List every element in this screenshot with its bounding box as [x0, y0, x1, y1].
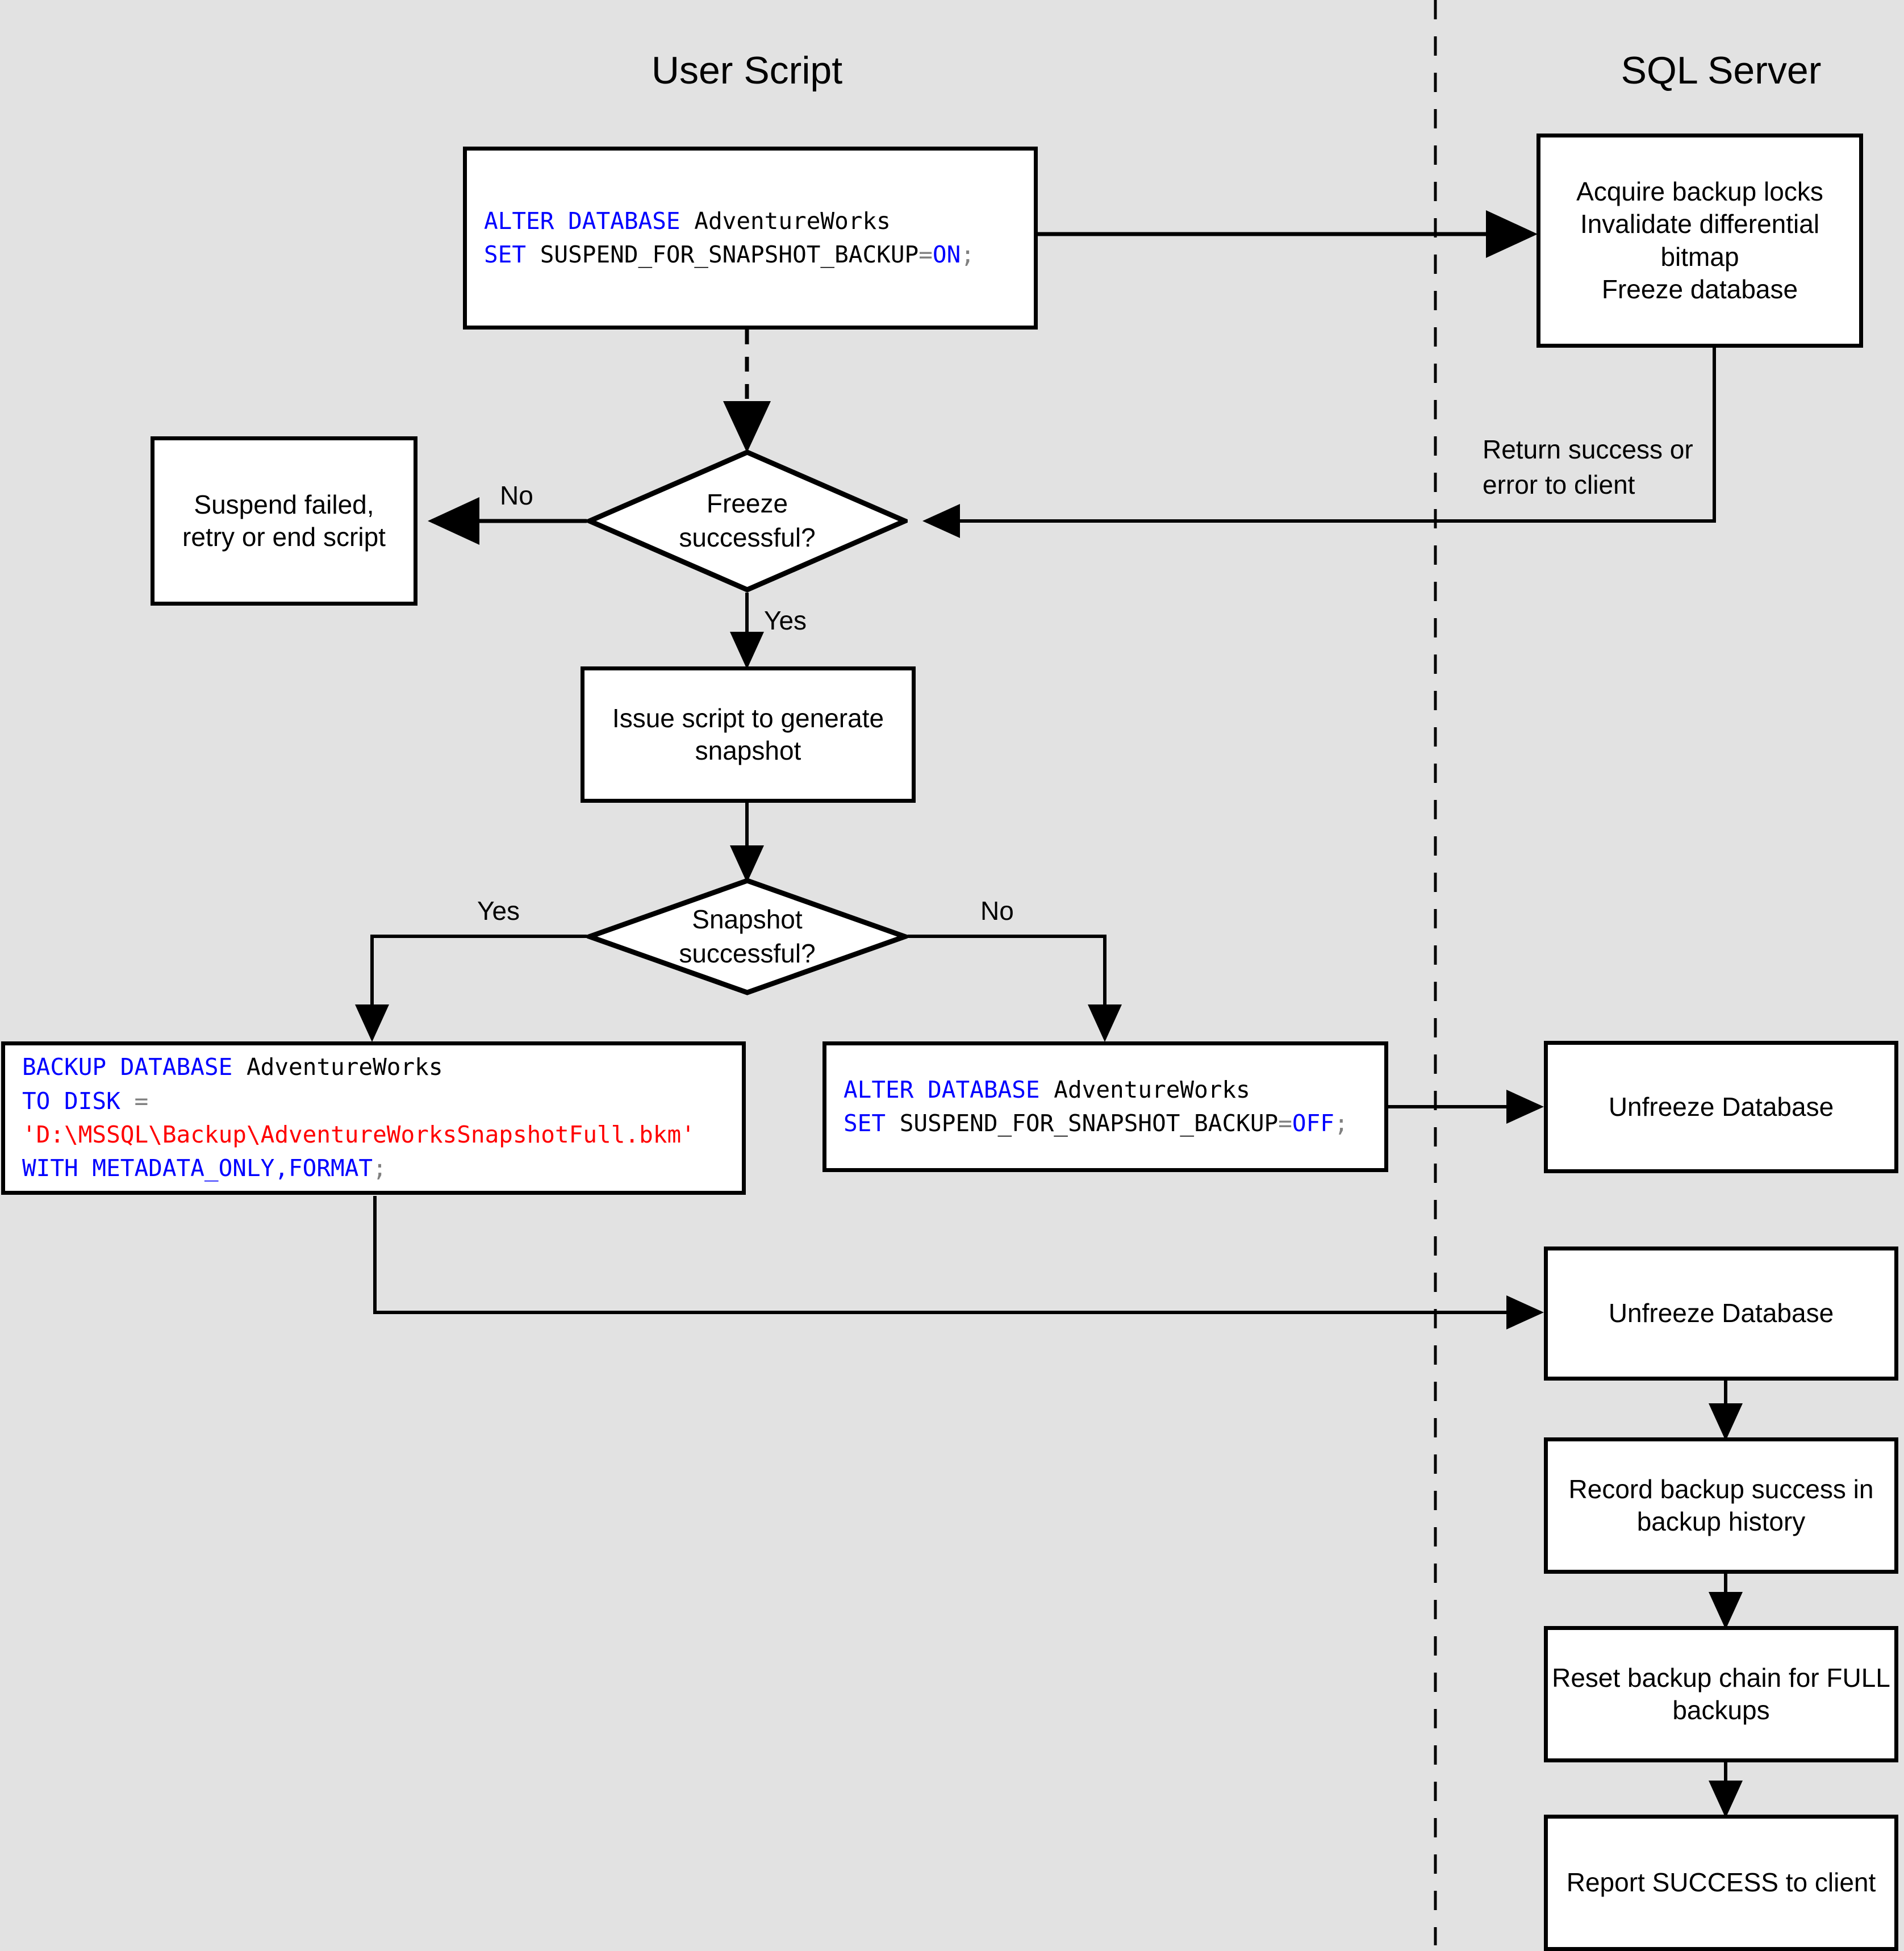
diamond-shape [587, 878, 908, 995]
node-suspend-failed-label: Suspend failed, retry or end script [182, 489, 386, 552]
node-report-success-label: Report SUCCESS to client [1566, 1867, 1876, 1898]
node-unfreeze-database-2-label: Unfreeze Database [1608, 1298, 1834, 1328]
node-suspend-failed[interactable]: Suspend failed, retry or end script [151, 436, 417, 606]
edge-label-snapshot-no: No [980, 896, 1014, 926]
edge-acquire-to-freeze-return [922, 348, 1716, 538]
node-snapshot-successful-label: Snapshot successful? [679, 904, 816, 968]
node-issue-script-label: Issue script to generate snapshot [612, 703, 884, 766]
node-alter-database-off[interactable]: ALTER DATABASE AdventureWorks SET SUSPEN… [822, 1041, 1388, 1172]
node-snapshot-successful-decision[interactable]: Snapshot successful? [587, 878, 908, 995]
node-reset-backup-chain-label: Reset backup chain for FULL backups [1552, 1662, 1890, 1725]
node-acquire-backup-locks[interactable]: Acquire backup locks Invalidate differen… [1536, 134, 1863, 348]
node-unfreeze-database-1[interactable]: Unfreeze Database [1544, 1041, 1898, 1173]
code-alter-on-text: ALTER DATABASE AdventureWorks SET SUSPEN… [484, 207, 975, 268]
code-alter-off-text: ALTER DATABASE AdventureWorks SET SUSPEN… [844, 1075, 1348, 1137]
node-issue-script[interactable]: Issue script to generate snapshot [581, 666, 916, 803]
node-alter-database-on[interactable]: ALTER DATABASE AdventureWorks SET SUSPEN… [463, 147, 1038, 330]
edge-snapshot-no [908, 935, 1122, 1042]
node-record-backup-success[interactable]: Record backup success in backup history [1544, 1437, 1898, 1574]
lane-title-sql-server: SQL Server [1621, 49, 1822, 92]
edge-label-return-to-client: Return success or error to client [1483, 435, 1693, 500]
node-unfreeze-database-1-label: Unfreeze Database [1608, 1091, 1834, 1122]
node-freeze-successful-decision[interactable]: Freeze successful? [587, 449, 908, 593]
node-freeze-successful-label: Freeze successful? [679, 489, 816, 552]
node-unfreeze-database-2[interactable]: Unfreeze Database [1544, 1247, 1898, 1381]
diamond-shape [587, 449, 908, 593]
edge-label-freeze-yes: Yes [764, 606, 807, 635]
edge-label-freeze-no: No [500, 481, 533, 510]
edge-snapshot-yes [355, 935, 587, 1042]
edge-label-snapshot-yes: Yes [477, 896, 520, 926]
node-record-backup-success-label: Record backup success in backup history [1568, 1474, 1874, 1537]
node-report-success[interactable]: Report SUCCESS to client [1544, 1815, 1898, 1951]
node-backup-database[interactable]: BACKUP DATABASE AdventureWorks TO DISK =… [1, 1041, 746, 1195]
edge-backup-to-unfreeze2 [373, 1196, 1544, 1329]
node-reset-backup-chain[interactable]: Reset backup chain for FULL backups [1544, 1626, 1898, 1762]
lane-title-user-script: User Script [651, 49, 843, 92]
code-backup-database-text: BACKUP DATABASE AdventureWorks TO DISK =… [22, 1053, 695, 1182]
node-acquire-backup-locks-label: Acquire backup locks Invalidate differen… [1576, 176, 1823, 305]
